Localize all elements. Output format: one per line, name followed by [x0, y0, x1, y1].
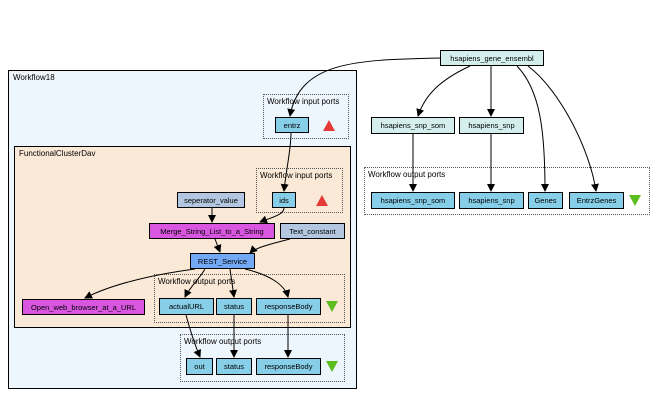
output-port-genes[interactable]: Genes	[528, 192, 563, 209]
processor-merge-string-list[interactable]: Merge_String_List_to_a_String	[149, 223, 275, 239]
processor-rest-service-label: REST_Service	[197, 256, 248, 266]
outer-input-triangle-icon	[323, 120, 335, 131]
nested-output-triangle-icon	[326, 301, 338, 312]
output-port-status-nested-label: status	[223, 302, 244, 311]
output-port-status-outer[interactable]: status	[216, 358, 252, 375]
edge-ensembl-to-snp-som	[416, 65, 471, 117]
outer-input-ports-title: Workflow input ports	[267, 97, 340, 106]
processor-hsapiens-snp-som[interactable]: hsapiens_snp_som	[371, 117, 455, 134]
output-port-responsebody-outer[interactable]: responseBody	[256, 358, 321, 375]
output-port-hsapiens-snp-label: hsapiens_snp	[468, 196, 515, 205]
output-port-status-outer-label: status	[223, 362, 244, 371]
input-port-entrz[interactable]: entrz	[275, 117, 309, 133]
processor-hsapiens-snp-label: hsapiens_snp	[468, 121, 515, 130]
input-port-entrz-label: entrz	[283, 120, 301, 130]
processor-seperator-value-label: seperator_value	[184, 195, 238, 205]
output-port-responsebody-nested-label: responseBody	[264, 302, 313, 311]
functionalclusterdav-title: FunctionalClusterDav	[19, 149, 96, 158]
outer-output-triangle-icon	[326, 361, 338, 372]
output-port-hsapiens-snp-som[interactable]: hsapiens_snp_som	[371, 192, 455, 209]
output-port-entrzgenes-label: EntrzGenes	[576, 196, 617, 205]
input-port-ids-label: ids	[279, 195, 289, 205]
output-port-hsapiens-snp-som-label: hsapiens_snp_som	[380, 196, 446, 205]
workflow18-title: Workflow18	[13, 73, 55, 82]
right-output-ports-group: Workflow output ports	[364, 167, 650, 215]
output-port-out[interactable]: out	[186, 358, 213, 375]
nested-output-ports-title: Workflow output ports	[158, 277, 236, 286]
output-port-out-label: out	[194, 362, 205, 371]
processor-hsapiens-gene-ensembl-label: hsapiens_gene_ensembl	[450, 53, 534, 63]
processor-text-constant[interactable]: Text_constant	[280, 223, 345, 239]
nested-input-ports-title: Workflow input ports	[260, 171, 333, 180]
processor-text-constant-label: Text_constant	[289, 226, 336, 236]
nested-input-ports-group: Workflow input ports	[256, 168, 343, 213]
processor-open-web-browser-label: Open_web_browser_at_a_URL	[30, 302, 137, 312]
processor-merge-string-list-label: Merge_String_List_to_a_String	[160, 226, 264, 236]
output-port-actualurl[interactable]: actualURL	[159, 298, 214, 315]
outer-output-ports-title: Workflow output ports	[184, 337, 262, 346]
processor-hsapiens-snp-som-label: hsapiens_snp_som	[380, 121, 446, 130]
output-port-hsapiens-snp[interactable]: hsapiens_snp	[459, 192, 524, 209]
processor-open-web-browser[interactable]: Open_web_browser_at_a_URL	[22, 299, 145, 315]
output-port-responsebody-nested[interactable]: responseBody	[256, 298, 321, 315]
input-port-ids[interactable]: ids	[272, 192, 296, 208]
outer-output-ports-group: Workflow output ports	[180, 334, 345, 382]
output-port-actualurl-label: actualURL	[168, 302, 205, 311]
processor-hsapiens-gene-ensembl[interactable]: hsapiens_gene_ensembl	[440, 50, 544, 66]
processor-rest-service[interactable]: REST_Service	[190, 253, 255, 269]
processor-hsapiens-snp[interactable]: hsapiens_snp	[459, 117, 524, 134]
output-port-status-nested[interactable]: status	[216, 298, 252, 315]
right-output-triangle-icon	[629, 195, 641, 206]
nested-input-triangle-icon	[316, 195, 328, 206]
output-port-responsebody-outer-label: responseBody	[264, 362, 313, 371]
right-output-ports-title: Workflow output ports	[368, 170, 446, 179]
output-port-genes-label: Genes	[534, 196, 557, 205]
output-port-entrzgenes[interactable]: EntrzGenes	[569, 192, 624, 209]
processor-seperator-value[interactable]: seperator_value	[177, 192, 245, 208]
